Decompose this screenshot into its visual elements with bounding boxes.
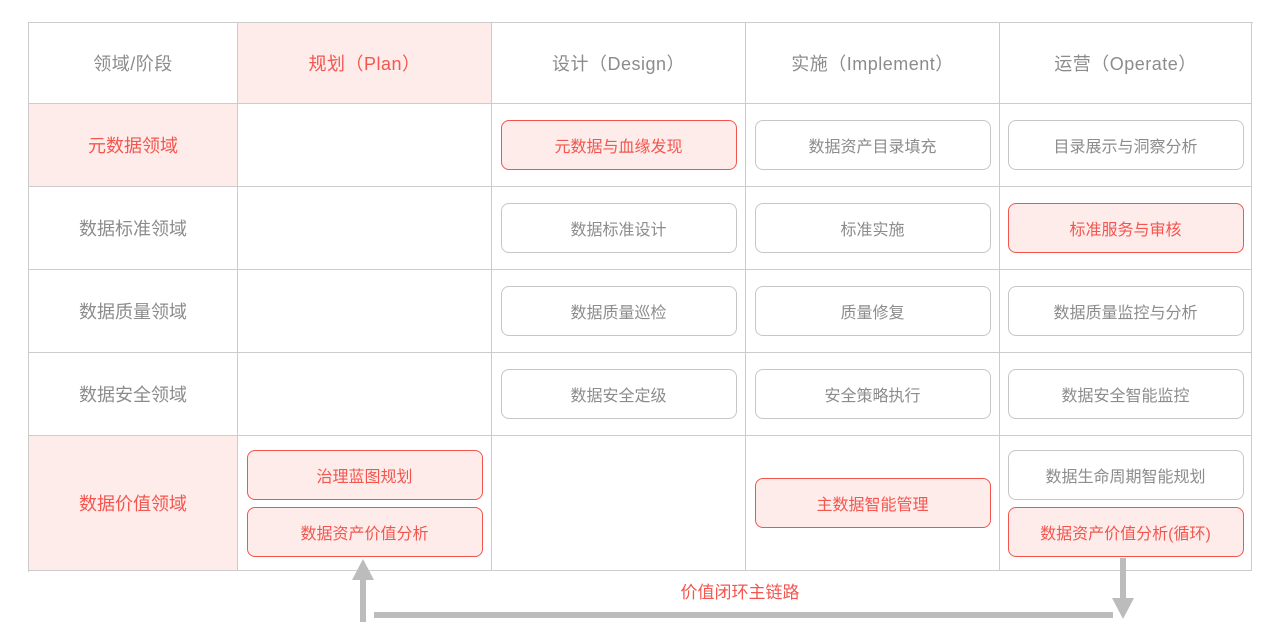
cell-value-plan: 治理蓝图规划 数据资产价值分析 [238, 436, 492, 571]
task-box-standard-implement: 标准实施 [754, 203, 991, 253]
task-box-quality-monitoring: 数据质量监控与分析 [1007, 286, 1244, 336]
row-label-security: 数据安全领域 [29, 353, 238, 436]
row-label-quality: 数据质量领域 [29, 270, 238, 353]
header-phase-design: 设计（Design） [492, 23, 746, 104]
header-phase-operate: 运营（Operate） [1000, 23, 1252, 104]
task-box-asset-value-analysis: 数据资产价值分析 [246, 506, 483, 557]
task-box-quality-inspection: 数据质量巡检 [500, 286, 737, 336]
cell-metadata-design: 元数据与血缘发现 [492, 104, 746, 187]
cell-security-implement: 安全策略执行 [746, 353, 1000, 436]
cell-value-design [492, 436, 746, 571]
task-box-metadata-lineage-discovery: 元数据与血缘发现 [500, 120, 737, 170]
cell-standard-plan [238, 187, 492, 270]
cell-standard-operate: 标准服务与审核 [1000, 187, 1252, 270]
cell-quality-implement: 质量修复 [746, 270, 1000, 353]
row-label-standard: 数据标准领域 [29, 187, 238, 270]
row-label-metadata: 元数据领域 [29, 104, 238, 187]
task-box-security-grading: 数据安全定级 [500, 369, 737, 419]
cell-standard-implement: 标准实施 [746, 187, 1000, 270]
task-box-security-monitoring: 数据安全智能监控 [1007, 369, 1244, 419]
cell-standard-design: 数据标准设计 [492, 187, 746, 270]
task-box-asset-value-analysis-loop: 数据资产价值分析(循环) [1007, 506, 1244, 557]
cell-quality-operate: 数据质量监控与分析 [1000, 270, 1252, 353]
cell-security-design: 数据安全定级 [492, 353, 746, 436]
task-box-blueprint-planning: 治理蓝图规划 [246, 449, 483, 500]
task-box-standard-service-audit: 标准服务与审核 [1007, 203, 1244, 253]
matrix-table: 领域/阶段 规划（Plan） 设计（Design） 实施（Implement） … [28, 22, 1253, 572]
task-box-quality-repair: 质量修复 [754, 286, 991, 336]
cell-metadata-plan [238, 104, 492, 187]
row-label-value: 数据价值领域 [29, 436, 238, 571]
header-corner-cell: 领域/阶段 [29, 23, 238, 104]
header-phase-implement: 实施（Implement） [746, 23, 1000, 104]
cell-security-operate: 数据安全智能监控 [1000, 353, 1252, 436]
cell-quality-plan [238, 270, 492, 353]
task-box-standard-design: 数据标准设计 [500, 203, 737, 253]
loop-up-arrow-icon [352, 559, 374, 580]
task-box-catalog-filling: 数据资产目录填充 [754, 120, 991, 170]
task-box-catalog-insight: 目录展示与洞察分析 [1007, 120, 1244, 170]
cell-security-plan [238, 353, 492, 436]
cell-quality-design: 数据质量巡检 [492, 270, 746, 353]
loop-up-arrow-line [360, 578, 366, 622]
task-box-lifecycle-planning: 数据生命周期智能规划 [1007, 449, 1244, 500]
task-box-security-policy-exec: 安全策略执行 [754, 369, 991, 419]
cell-metadata-operate: 目录展示与洞察分析 [1000, 104, 1252, 187]
loop-down-arrow-icon [1112, 598, 1134, 619]
loop-connector-bar [374, 612, 1113, 618]
task-box-master-data-mgmt: 主数据智能管理 [754, 478, 991, 528]
cell-value-operate: 数据生命周期智能规划 数据资产价值分析(循环) [1000, 436, 1252, 571]
header-phase-plan: 规划（Plan） [238, 23, 492, 104]
loop-down-arrow-line [1120, 558, 1126, 600]
cell-value-implement: 主数据智能管理 [746, 436, 1000, 571]
loop-label: 价值闭环主链路 [680, 583, 800, 602]
cell-metadata-implement: 数据资产目录填充 [746, 104, 1000, 187]
